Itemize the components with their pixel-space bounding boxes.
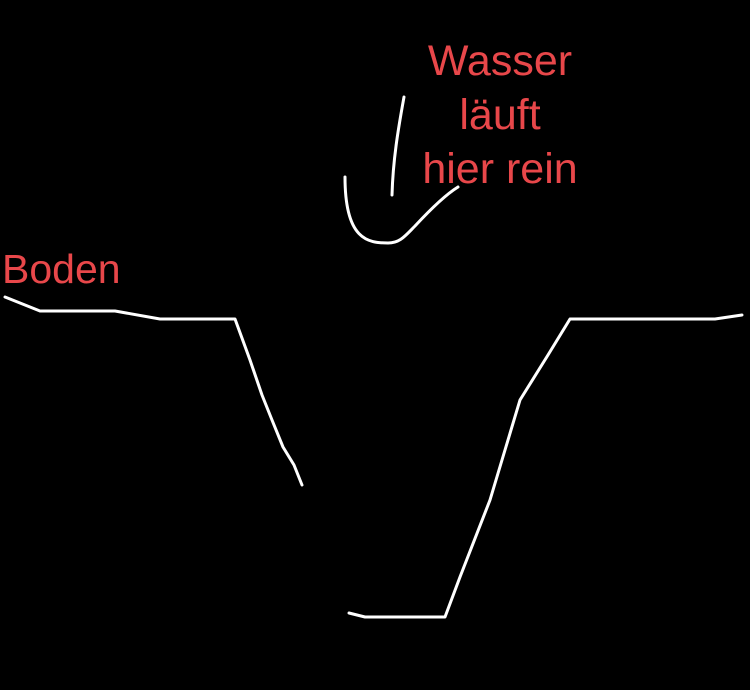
water-label-line1: Wasser bbox=[427, 37, 573, 85]
water-label-line2: läuft bbox=[459, 91, 541, 139]
ground-left-line bbox=[3, 295, 304, 487]
ditch-right-line bbox=[347, 313, 744, 619]
water-arrow-stem bbox=[390, 95, 406, 197]
water-label-line3: hier rein bbox=[422, 145, 578, 193]
water-arrow-curve bbox=[343, 175, 460, 245]
ground-label: Boden bbox=[2, 246, 121, 292]
water-annotation: Wasser läuft hier rein bbox=[400, 34, 600, 196]
